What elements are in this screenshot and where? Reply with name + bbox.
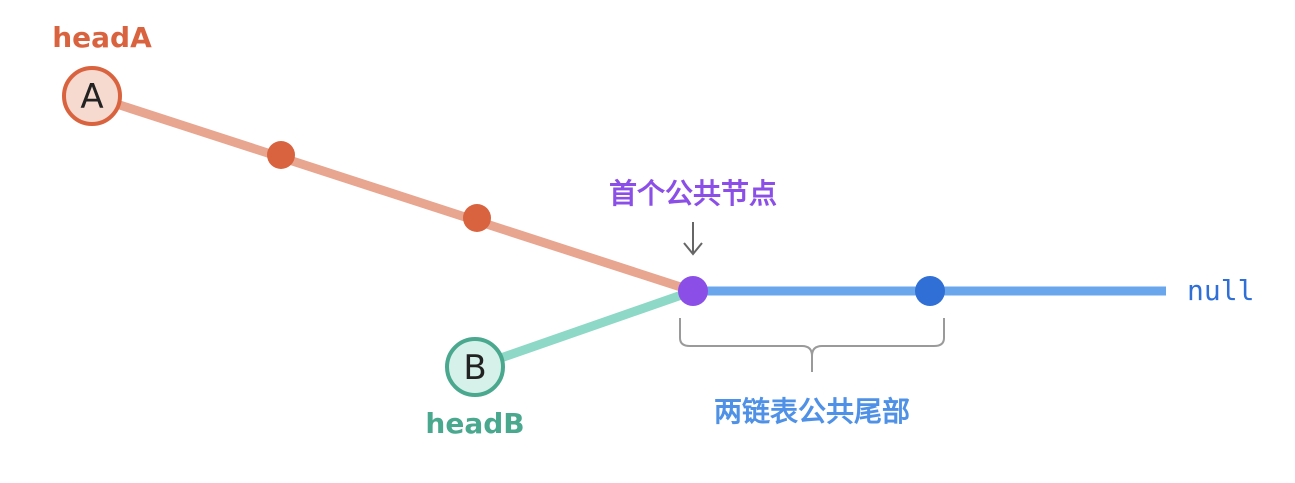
head-b-label: headB (425, 407, 524, 440)
head-a-node: A (62, 66, 122, 126)
head-b-node-letter: B (463, 348, 486, 388)
head-a-label: headA (52, 21, 152, 54)
first-common-node (678, 276, 708, 306)
list-a-node (267, 141, 295, 169)
down-arrow-icon (683, 222, 703, 256)
common-tail-brace (679, 318, 945, 372)
list-a-link (87, 91, 698, 296)
head-a-node-letter: A (80, 77, 103, 117)
null-label: null (1187, 274, 1254, 307)
list-a-node (463, 204, 491, 232)
common-tail-label: 两链表公共尾部 (714, 395, 910, 428)
first-common-node-label: 首个公共节点 (609, 177, 777, 210)
common-tail-node (915, 276, 945, 306)
head-b-node: B (445, 337, 505, 397)
list-b-link (470, 286, 698, 372)
